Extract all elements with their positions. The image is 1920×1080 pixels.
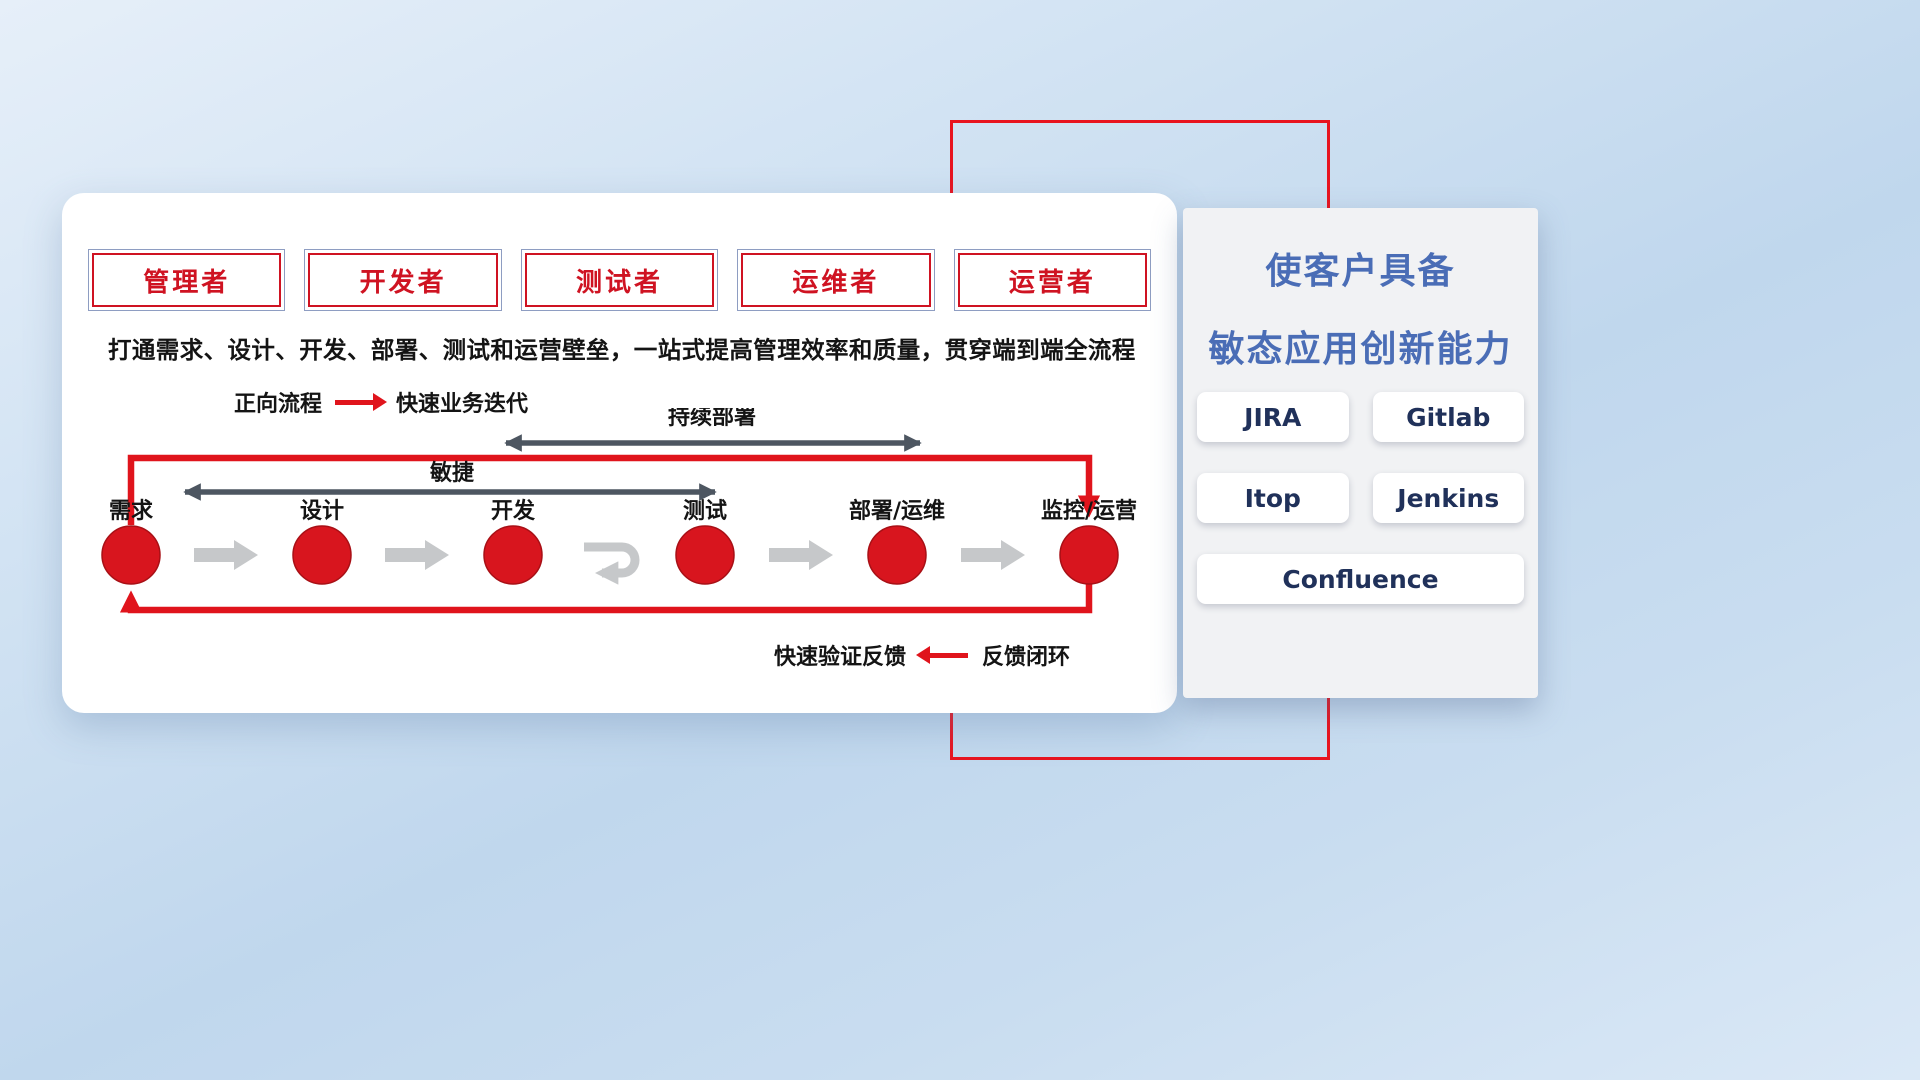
role-label-developer: 开发者 bbox=[308, 253, 498, 307]
block-arrow-icon bbox=[769, 540, 833, 570]
tool-gitlab: Gitlab bbox=[1372, 392, 1524, 442]
capability-title-line1: 使客户具备 bbox=[1265, 251, 1456, 292]
flow-node-label-requirements: 需求 bbox=[109, 499, 153, 524]
feedback-text: 快速验证反馈 bbox=[774, 645, 907, 670]
role-box-operator: 运营者 bbox=[953, 249, 1152, 311]
flow-node-circle bbox=[675, 525, 735, 585]
feedback-arrow-icon bbox=[930, 652, 969, 658]
feedback-row: 快速验证反馈 反馈闭环 bbox=[774, 639, 1070, 671]
flow-node-label-monitor-operate: 监控/运营 bbox=[1041, 498, 1137, 524]
flow-node-circle bbox=[867, 525, 927, 585]
forward-flow-value: 快速业务迭代 bbox=[396, 392, 529, 417]
tools-grid: JIRA Gitlab Itop Jenkins Confluence bbox=[1197, 392, 1524, 604]
feedback-loop-label: 反馈闭环 bbox=[982, 645, 1071, 670]
devops-flow-panel: 管理者 开发者 测试者 运维者 运营者 打通需求、设计、开发、部署、测试和运营壁… bbox=[62, 193, 1177, 713]
role-label-ops: 运维者 bbox=[741, 253, 931, 307]
role-box-tester: 测试者 bbox=[520, 249, 719, 311]
role-label-manager: 管理者 bbox=[92, 253, 282, 307]
block-arrow-icon bbox=[961, 540, 1025, 570]
role-label-operator: 运营者 bbox=[957, 253, 1148, 307]
role-label-tester: 测试者 bbox=[524, 253, 715, 307]
role-box-developer: 开发者 bbox=[304, 249, 502, 311]
block-arrow-icon bbox=[194, 540, 258, 570]
role-box-manager: 管理者 bbox=[88, 249, 286, 311]
tool-confluence: Confluence bbox=[1197, 554, 1524, 604]
roles-row: 管理者 开发者 测试者 运维者 运营者 bbox=[88, 249, 1152, 311]
flow-node-circle bbox=[292, 525, 352, 585]
agile-label: 敏捷 bbox=[429, 460, 475, 486]
flow-node-label-design: 设计 bbox=[300, 499, 344, 524]
iteration-loop-icon bbox=[584, 542, 640, 585]
feedback-loop-line bbox=[119, 584, 1093, 614]
flow-diagram: 持续部署 敏捷 需求 设计 开发 测试 部署/运维 监控/运营 bbox=[101, 408, 1137, 614]
flow-node-label-deploy-ops: 部署/运维 bbox=[849, 498, 945, 524]
forward-flow-label: 正向流程 bbox=[234, 392, 323, 417]
tool-jenkins: Jenkins bbox=[1372, 473, 1524, 523]
flow-node-circle bbox=[101, 525, 161, 585]
capability-title-line2: 敏态应用创新能力 bbox=[1208, 329, 1513, 370]
forward-arrow-icon bbox=[335, 399, 374, 405]
flow-node-label-development: 开发 bbox=[491, 498, 536, 524]
continuous-deploy-label: 持续部署 bbox=[668, 408, 756, 430]
tool-jira: JIRA bbox=[1197, 392, 1349, 442]
forward-loop-line bbox=[127, 454, 1101, 525]
tool-itop: Itop bbox=[1197, 473, 1349, 523]
flow-node-label-testing: 测试 bbox=[683, 499, 727, 524]
role-box-ops: 运维者 bbox=[737, 249, 935, 311]
flow-node-circle bbox=[483, 525, 543, 585]
flow-node-circle bbox=[1059, 525, 1119, 585]
capability-panel: 使客户具备 敏态应用创新能力 JIRA Gitlab Itop Jenkins … bbox=[1183, 208, 1538, 698]
description-text: 打通需求、设计、开发、部署、测试和运营壁垒，一站式提高管理效率和质量，贯穿端到端… bbox=[108, 336, 1136, 364]
forward-flow-legend: 正向流程 快速业务迭代 bbox=[234, 386, 528, 418]
block-arrow-icon bbox=[385, 540, 449, 570]
